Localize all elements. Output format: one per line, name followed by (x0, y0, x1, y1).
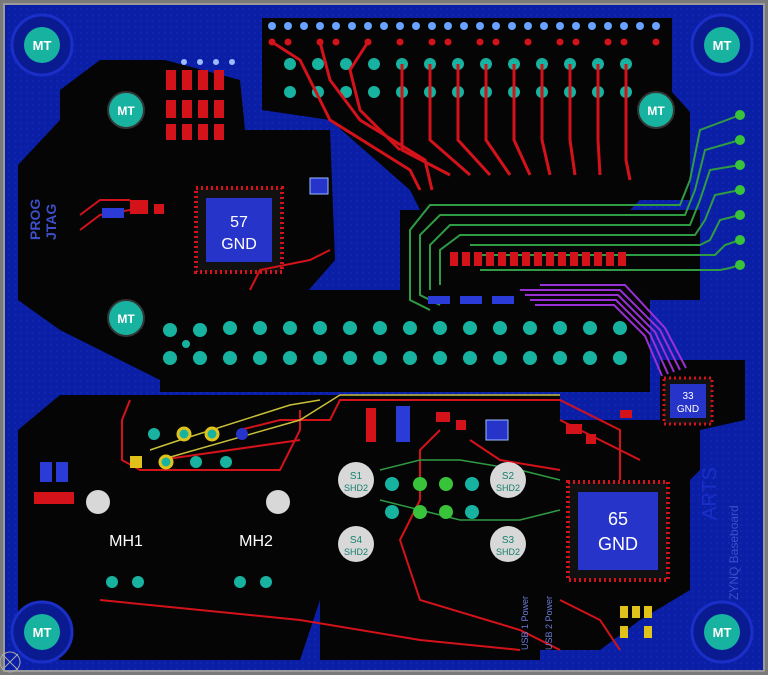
s4-label: S4 (350, 535, 363, 546)
usb1-power-label: USB 1 Power (520, 596, 530, 650)
mh2-label: MH2 (239, 533, 273, 550)
ic-33-number: 33 (682, 391, 694, 402)
mount-holes: MT MT MT MT MT MT MT (10, 13, 754, 664)
top-red-traces (271, 40, 632, 191)
zynq-baseboard-label: ZYNQ Baseboard (727, 505, 741, 600)
misc-components (366, 408, 632, 444)
ic-65-gnd: GND (598, 534, 638, 554)
corner-mark (0, 651, 21, 673)
s1-label: S1 (350, 471, 363, 482)
purple-bus (520, 284, 687, 377)
resistor-row (450, 252, 626, 266)
ic-57-gnd: GND (221, 236, 257, 253)
mt-label: MT (713, 625, 732, 640)
yellow-traces (149, 394, 560, 461)
gold-pads (620, 606, 652, 638)
small-chip (309, 177, 329, 195)
blue-components (40, 208, 410, 482)
mt-label: MT (33, 625, 52, 640)
blue-pad-row (428, 296, 514, 304)
mt-label: MT (33, 38, 52, 53)
small-chip (485, 419, 509, 441)
s4-shd-label: SHD2 (344, 547, 368, 557)
s1-shd-label: SHD2 (344, 483, 368, 493)
ic-33: 33 GND (662, 376, 714, 426)
top-header-pins (268, 22, 660, 98)
s3-shd-label: SHD2 (496, 547, 520, 557)
ic-33-gnd: GND (677, 404, 699, 415)
center-header (163, 321, 627, 365)
arts-label: ARTS (699, 467, 721, 520)
ic-65-number: 65 (608, 509, 628, 529)
s2-label: S2 (502, 471, 515, 482)
left-shield-pads (86, 490, 290, 514)
mh1-label: MH1 (109, 533, 143, 550)
mt-label: MT (117, 312, 135, 326)
green-traces (409, 114, 741, 311)
lower-red-traces (79, 199, 641, 651)
right-header-pads (735, 110, 745, 270)
top-left-red-pads (34, 70, 224, 504)
green-lower-traces (379, 459, 561, 521)
ic-57-number: 57 (230, 214, 248, 231)
usb-shield-pads: S1 SHD2 S2 SHD2 S4 SHD2 S3 SHD2 (338, 462, 526, 562)
keepout-regions (18, 18, 745, 660)
s2-shd-label: SHD2 (496, 483, 520, 493)
top-left-pins (181, 59, 235, 65)
ic-57: 57 GND (194, 186, 284, 274)
ic-65: 65 GND (566, 480, 670, 582)
usb2-power-label: USB 2 Power (544, 596, 554, 650)
mt-label: MT (647, 104, 665, 118)
s3-label: S3 (502, 535, 515, 546)
mt-label: MT (713, 38, 732, 53)
mt-label: MT (117, 104, 135, 118)
prog-label: PROG (27, 199, 43, 240)
jtag-label: JTAG (43, 204, 59, 240)
lower-left-connector (106, 426, 272, 588)
